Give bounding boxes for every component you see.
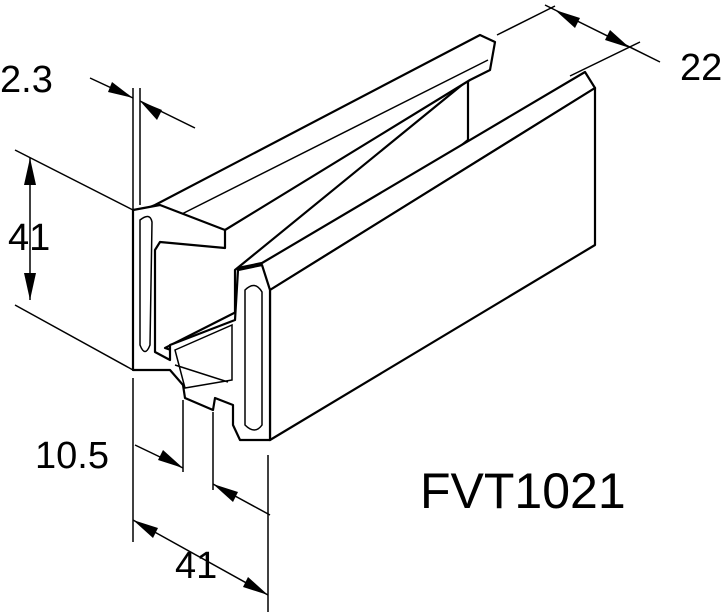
dimension-label-width: 41 bbox=[175, 545, 217, 587]
dimension-label-lip-thickness: 2.3 bbox=[0, 59, 53, 101]
dimension-depth: 22 bbox=[496, 4, 722, 89]
dimension-slot-width: 10.5 bbox=[35, 400, 271, 516]
dimension-height: 41 bbox=[8, 149, 134, 371]
dimension-width: 41 bbox=[132, 378, 269, 612]
dimension-label-depth: 22 bbox=[680, 47, 722, 89]
dimension-label-height: 41 bbox=[8, 217, 50, 259]
product-code: FVT1021 bbox=[420, 463, 626, 519]
dimension-lip-thickness: 2.3 bbox=[0, 59, 196, 210]
channel-body bbox=[131, 33, 597, 442]
dimension-label-slot-width: 10.5 bbox=[35, 435, 109, 477]
